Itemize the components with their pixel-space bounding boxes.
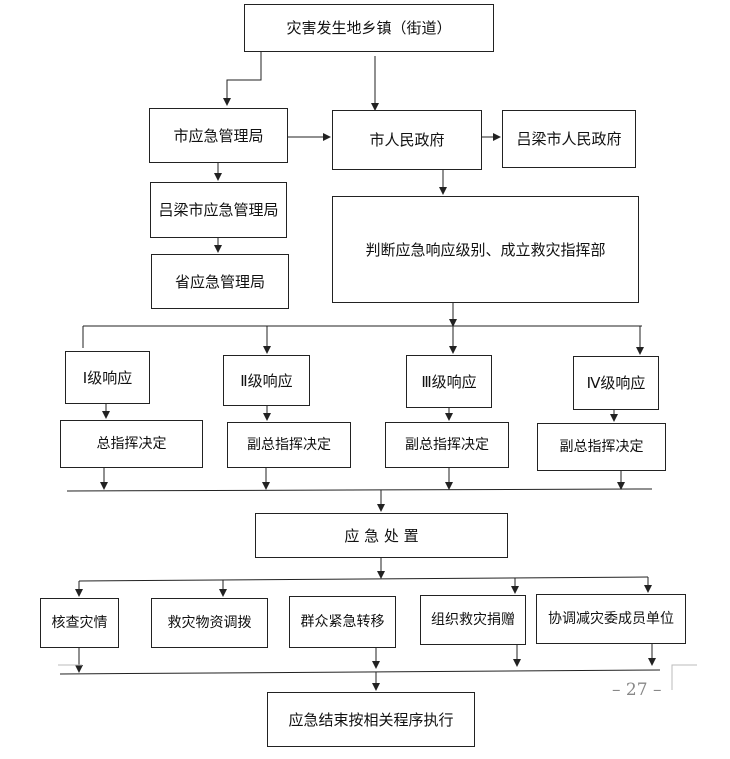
city-government-node: 市人民政府 [332,110,482,170]
decision-node: 判断应急响应级别、成立救灾指挥部 [332,196,639,303]
level-3-decision-node: 副总指挥决定 [385,422,509,468]
level-2-node: Ⅱ级响应 [223,355,310,406]
action-evacuate-node: 群众紧急转移 [289,596,396,648]
level-2-decision-node: 副总指挥决定 [227,422,351,468]
province-emergency-bureau-node: 省应急管理局 [151,254,289,309]
level-1-node: Ⅰ级响应 [65,351,150,404]
city-emergency-bureau-node: 市应急管理局 [149,108,288,163]
top-node: 灾害发生地乡镇（街道） [244,4,494,52]
action-coordinate-node: 协调减灾委成员单位 [536,594,686,644]
level-3-node: Ⅲ级响应 [406,355,492,408]
disposal-node: 应 急 处 置 [255,513,508,558]
page-number: – 27 – [612,680,662,700]
level-4-node: Ⅳ级响应 [573,356,659,410]
end-node: 应急结束按相关程序执行 [267,692,475,747]
level-4-decision-node: 副总指挥决定 [537,423,666,471]
action-donations-node: 组织救灾捐赠 [420,595,526,645]
lvliang-government-node: 吕梁市人民政府 [502,110,636,168]
action-allocate-supplies-node: 救灾物资调拨 [151,598,268,648]
action-verify-disaster-node: 核查灾情 [40,598,119,648]
lvliang-emergency-bureau-node: 吕梁市应急管理局 [150,182,287,238]
level-1-decision-node: 总指挥决定 [60,420,203,468]
